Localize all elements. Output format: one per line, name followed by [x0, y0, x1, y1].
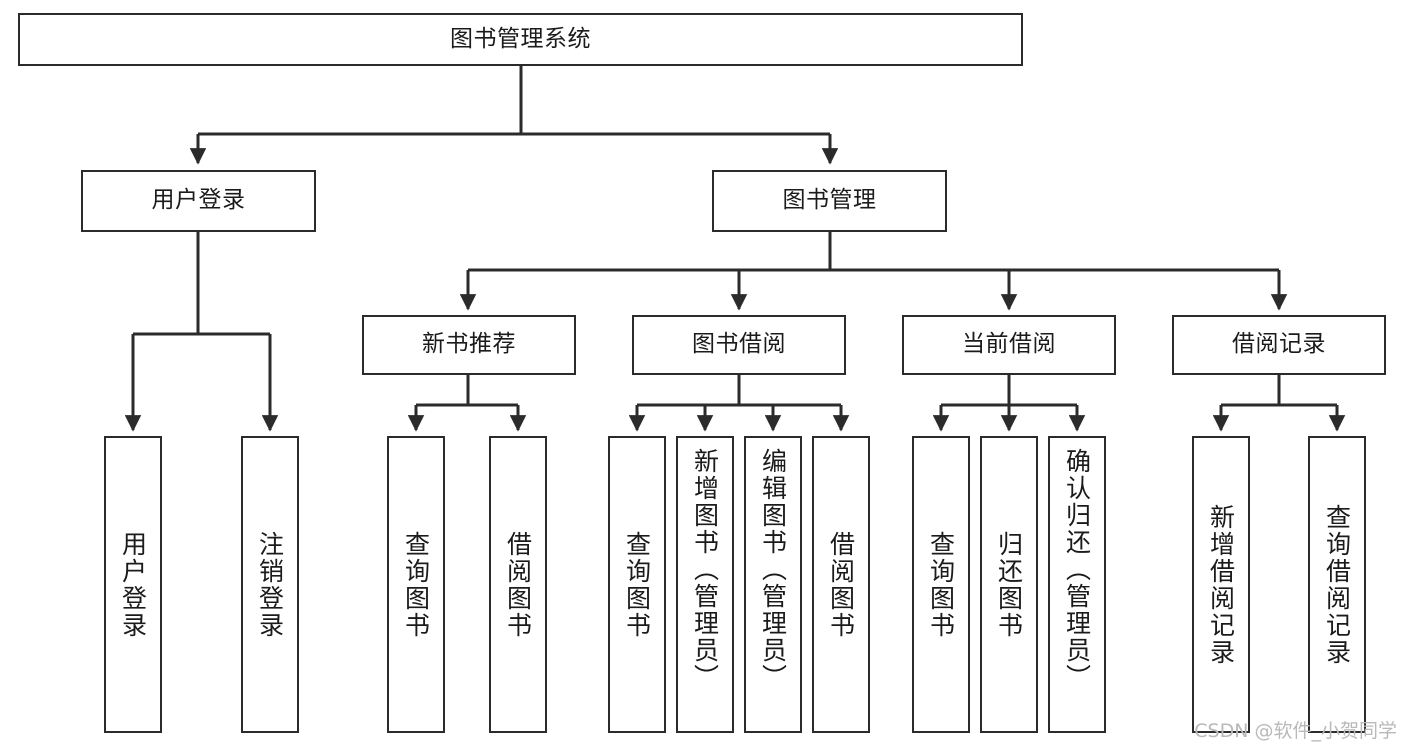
node-label: 新增图书（管理员）	[690, 448, 720, 691]
node-label: 借阅图书	[503, 530, 533, 639]
node-label: 查询借阅记录	[1322, 503, 1352, 666]
node-book-borrow[interactable]: 图书借阅	[632, 315, 846, 375]
node-label: 用户登录	[118, 530, 148, 639]
node-label: 查询图书	[926, 530, 956, 639]
node-label: 编辑图书（管理员）	[758, 448, 788, 691]
leaf-borrow-book-recommend[interactable]: 借阅图书	[489, 436, 547, 733]
node-label: 确认归还（管理员）	[1062, 448, 1092, 691]
leaf-return-book[interactable]: 归还图书	[980, 436, 1038, 733]
node-label: 图书借阅	[692, 331, 786, 358]
node-root-book-management-system[interactable]: 图书管理系统	[18, 13, 1023, 66]
node-new-book-recommend[interactable]: 新书推荐	[362, 315, 576, 375]
node-label: 新增借阅记录	[1206, 503, 1236, 666]
leaf-edit-book-admin[interactable]: 编辑图书（管理员）	[744, 436, 802, 733]
node-book-management[interactable]: 图书管理	[712, 170, 947, 232]
leaf-query-borrow-record[interactable]: 查询借阅记录	[1308, 436, 1366, 733]
node-label: 图书管理系统	[450, 25, 591, 52]
csdn-watermark: CSDN @软件_小贺同学	[1194, 720, 1397, 742]
leaf-query-book-recommend[interactable]: 查询图书	[387, 436, 445, 733]
leaf-query-book-borrow[interactable]: 查询图书	[608, 436, 666, 733]
node-label: 查询图书	[401, 530, 431, 639]
node-label: 查询图书	[622, 530, 652, 639]
node-current-borrow[interactable]: 当前借阅	[902, 315, 1116, 375]
leaf-add-borrow-record[interactable]: 新增借阅记录	[1192, 436, 1250, 733]
node-label: 注销登录	[255, 530, 285, 639]
node-label: 图书管理	[782, 187, 877, 214]
leaf-confirm-return-admin[interactable]: 确认归还（管理员）	[1048, 436, 1106, 733]
leaf-add-book-admin[interactable]: 新增图书（管理员）	[676, 436, 734, 733]
leaf-user-login[interactable]: 用户登录	[104, 436, 162, 733]
node-borrow-record[interactable]: 借阅记录	[1172, 315, 1386, 375]
leaf-query-book-current[interactable]: 查询图书	[912, 436, 970, 733]
leaf-borrow-book[interactable]: 借阅图书	[812, 436, 870, 733]
node-user-login[interactable]: 用户登录	[81, 170, 316, 232]
node-label: 归还图书	[994, 530, 1024, 639]
node-label: 当前借阅	[962, 331, 1056, 358]
node-label: 用户登录	[151, 187, 246, 214]
node-label: 新书推荐	[422, 331, 516, 358]
node-label: 借阅图书	[826, 530, 856, 639]
node-label: 借阅记录	[1232, 331, 1326, 358]
leaf-user-logout[interactable]: 注销登录	[241, 436, 299, 733]
